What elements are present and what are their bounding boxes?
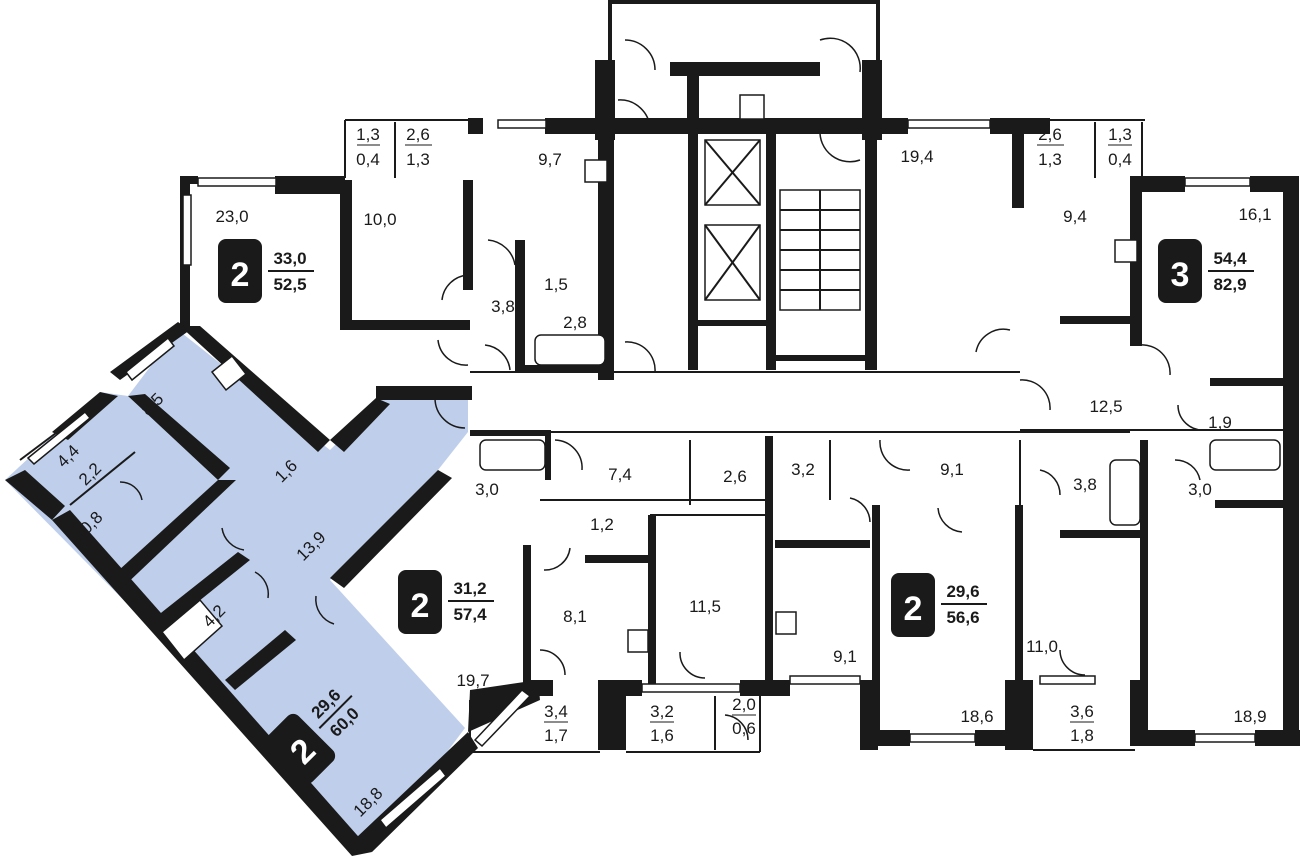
room-area: 2,8 [563, 313, 587, 332]
apartment-badge-center[interactable]: 2 31,2 57,4 [398, 570, 494, 634]
living-area: 33,0 [273, 249, 306, 268]
room-area: 1,6 [650, 726, 674, 745]
room-area: 2,6 [406, 125, 430, 144]
rooms-count: 3 [1171, 256, 1190, 294]
room-area: 3,8 [1073, 475, 1097, 494]
apartment-badge-top-left[interactable]: 2 33,0 52,5 [218, 239, 314, 303]
rooms-count: 2 [231, 256, 250, 294]
area-divider [318, 695, 353, 729]
room-area: 3,8 [491, 297, 515, 316]
rooms-badge-bg [1158, 239, 1202, 303]
room-area: 11,0 [1026, 637, 1058, 656]
rooms-badge-bg [265, 713, 336, 784]
room-area: 3,6 [1070, 702, 1094, 721]
room-area: 19,4 [900, 147, 933, 166]
room-area: 0,4 [1108, 150, 1132, 169]
rooms-count: 2 [411, 587, 430, 625]
doors [119, 37, 1206, 741]
room-area-labels: 1,3 0,4 2,6 1,3 9,7 23,0 10,0 1,5 3,8 2,… [53, 125, 1272, 821]
highlighted-apartment-fill[interactable] [5, 330, 468, 852]
rooms-badge-bg [398, 570, 442, 634]
total-area: 57,4 [453, 605, 487, 624]
room-area: 3,0 [1188, 480, 1212, 499]
room-area: 12,5 [1089, 397, 1122, 416]
room-area: 1,8 [1070, 726, 1094, 745]
room-area: 1,9 [1208, 413, 1232, 432]
room-area: 3,2 [791, 460, 815, 479]
room-area: 9,1 [833, 647, 857, 666]
apartment-badge-top-right[interactable]: 3 54,4 82,9 [1158, 239, 1254, 303]
rooms-count: 2 [904, 590, 923, 628]
stairs [779, 189, 861, 311]
room-area: 8,1 [563, 607, 587, 626]
total-area: 56,6 [946, 608, 979, 627]
room-area: 3,0 [475, 480, 499, 499]
room-area: 1,5 [544, 275, 568, 294]
room-area: 2,6 [1038, 125, 1062, 144]
room-area: 1,7 [544, 726, 568, 745]
elevators [704, 94, 765, 301]
room-area: 9,4 [1063, 207, 1087, 226]
room-area: 1,3 [406, 150, 430, 169]
room-area: 0,4 [356, 150, 380, 169]
interior-walls [108, 0, 1290, 745]
room-area: 3,2 [650, 702, 674, 721]
room-area: 11,5 [689, 597, 721, 616]
room-area: 7,4 [608, 465, 632, 484]
rooms-badge-bg [891, 573, 935, 637]
windows [26, 119, 1256, 830]
room-area: 10,0 [363, 210, 396, 229]
thin-lines [19, 119, 1290, 755]
room-area: 23,0 [215, 207, 248, 226]
living-area: 54,4 [1213, 249, 1247, 268]
living-area: 29,6 [946, 582, 979, 601]
room-area: 2,6 [723, 467, 747, 486]
rooms-badge-bg [218, 239, 262, 303]
apartment-badge-highlighted[interactable]: 2 29,6 60,0 [262, 674, 375, 787]
room-area: 1,3 [1038, 150, 1062, 169]
room-area: 19,7 [456, 671, 489, 690]
total-area: 82,9 [1213, 275, 1246, 294]
room-area: 3,4 [544, 702, 568, 721]
total-area: 52,5 [273, 275, 306, 294]
room-area: 18,6 [960, 707, 993, 726]
room-area: 0,6 [732, 719, 756, 738]
room-area: 18,9 [1233, 707, 1266, 726]
room-area: 16,1 [1238, 205, 1271, 224]
room-area: 1,2 [590, 515, 614, 534]
living-area: 31,2 [453, 579, 486, 598]
room-area: 1,3 [356, 125, 380, 144]
room-area: 9,7 [538, 150, 562, 169]
fixtures [160, 159, 1281, 662]
room-area: 1,3 [1108, 125, 1132, 144]
apartment-badge-right-middle[interactable]: 2 29,6 56,6 [891, 573, 987, 637]
room-area: 2,0 [732, 695, 756, 714]
room-area: 9,1 [940, 460, 964, 479]
